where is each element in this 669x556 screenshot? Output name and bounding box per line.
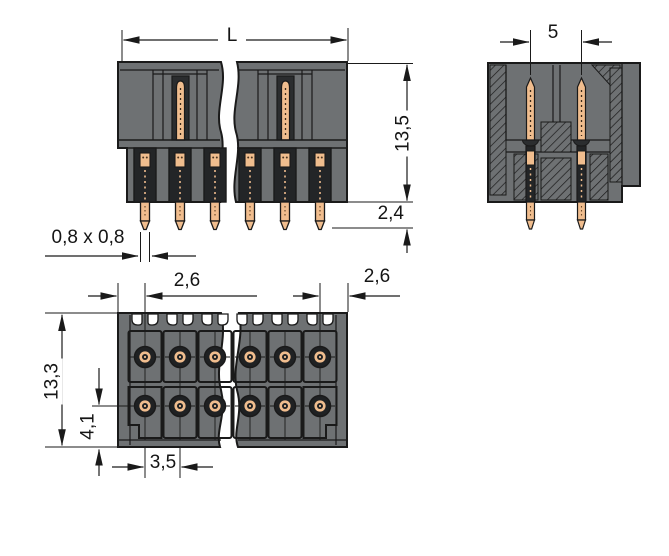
bottom-housing-right [234,312,348,448]
dim-label-housing-depth: 13,3 [41,358,63,404]
dim-label-overall-length: L [218,25,246,47]
side-dimensions [500,30,612,75]
bottom-housing-left [117,312,225,448]
bottom-cells [127,330,338,439]
dim-label-edge-to-first-pin: 2,6 [173,270,201,291]
bottom-dimensions [45,283,400,478]
bottom-view [117,312,348,448]
front-view [117,61,348,231]
dim-label-housing-height: 13,5 [392,110,414,156]
dim-label-row-to-edge: 4,1 [77,412,99,440]
dim-label-last-pin-to-edge: 2,6 [363,266,391,287]
dim-label-pin-cross-section: 0,8 x 0,8 [51,227,125,248]
dim-label-row-spacing: 5 [547,22,559,43]
dim-label-pin-pitch: 3,5 [149,452,177,473]
dim-label-pin-protrusion: 2,4 [377,202,404,224]
side-section-view [487,62,641,230]
